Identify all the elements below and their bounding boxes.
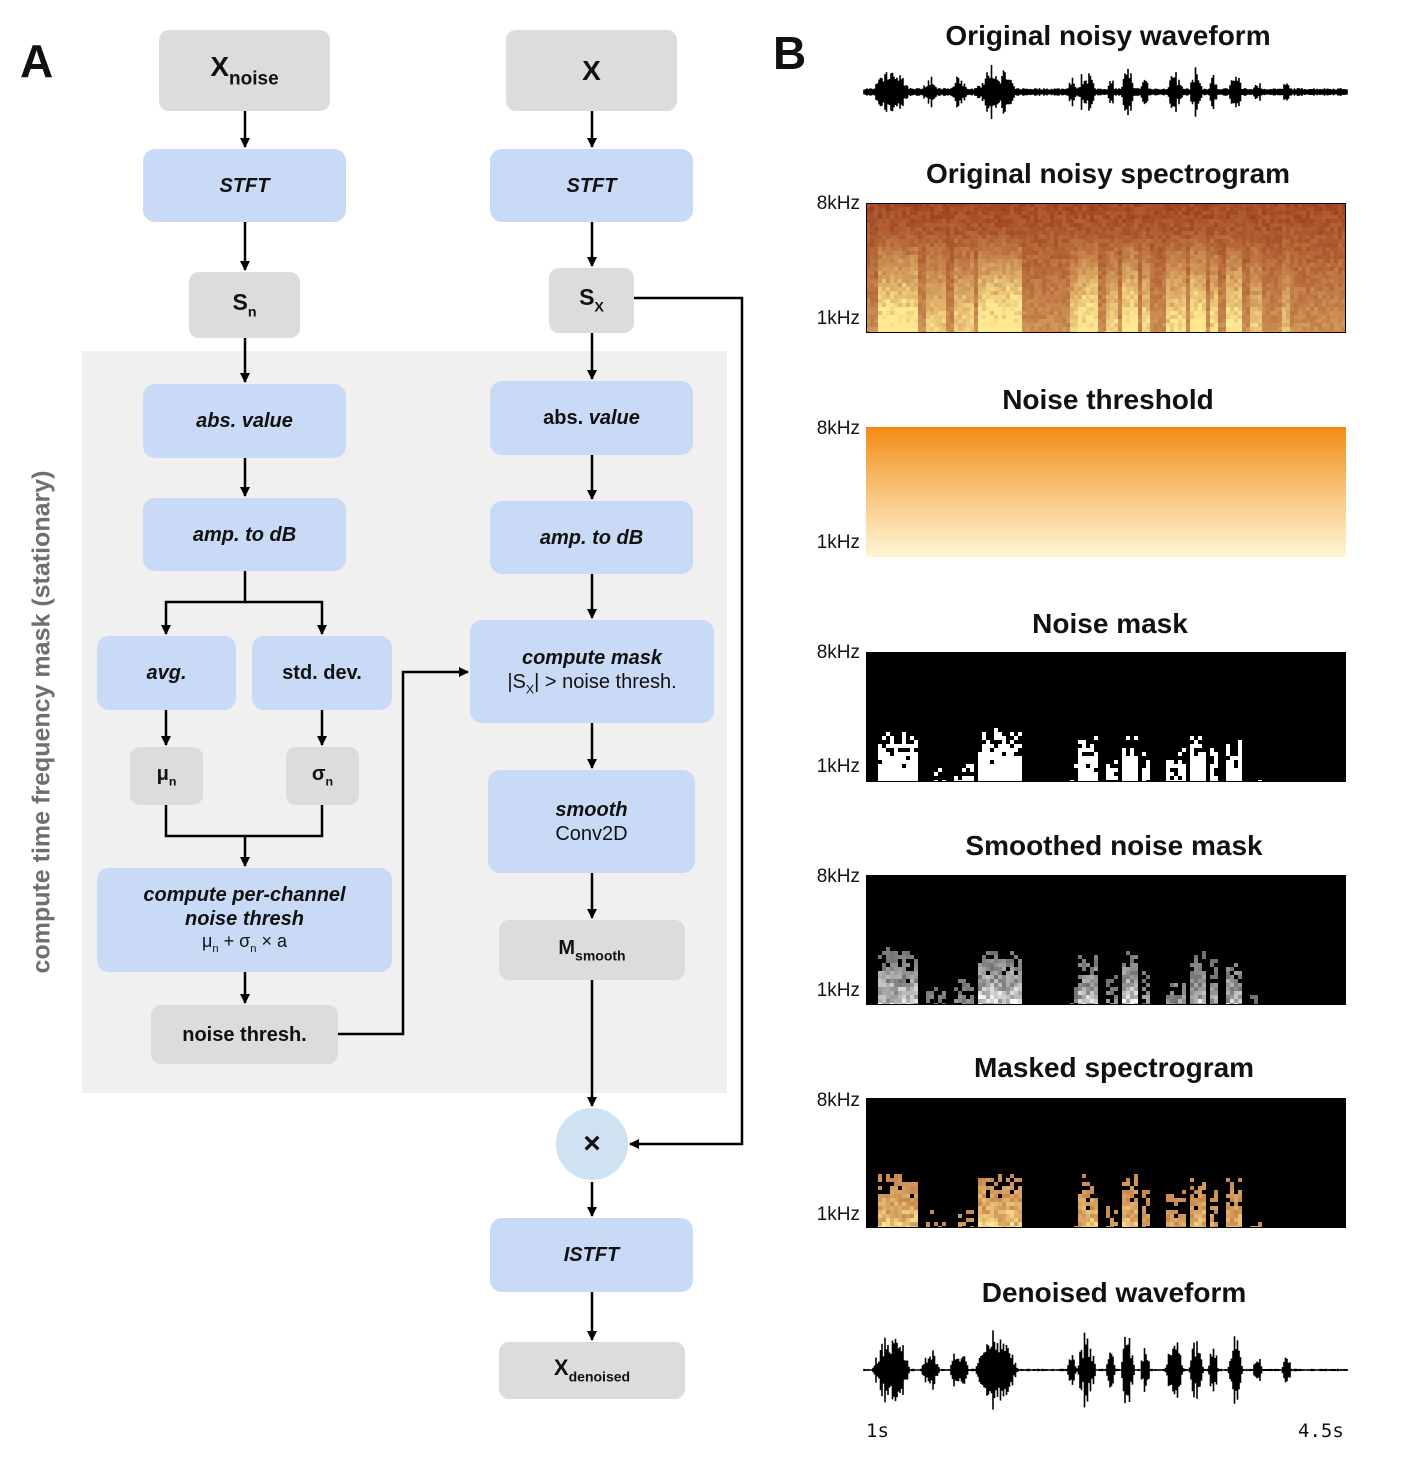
avg-box: avg. [97,636,236,710]
spec4-freq-top: 8kHz [816,866,860,887]
amp-to-db-left: amp. to dB [143,498,346,571]
mask-formula-a: |S [507,670,526,693]
formula-sigma: + σ [218,931,251,952]
spec1-freq-top: 8kHz [816,193,860,214]
mask-title: compute mask [521,646,663,669]
mask-formula-sub: X [525,682,535,697]
smooth-title: smooth [555,798,628,821]
panel-a-label: A [20,35,54,87]
sn-sub: n [247,304,257,321]
title-noise-threshold: Noise threshold [1002,384,1214,415]
mu-box: μn [130,747,203,805]
panel-b-label: B [773,27,807,79]
output-xdenoised: Xdenoised [499,1342,685,1399]
noisy-spectrogram-plot [866,203,1346,333]
amp-to-db-right: amp. to dB [490,501,693,574]
formula-sigma-sub: n [250,943,257,956]
mu-main: μ [156,763,169,786]
noise-thresh-box: noise thresh. [151,1005,338,1064]
compute-noise-thresh-box: compute per-channel noise thresh μn + σn… [97,868,392,972]
smoothed-mask-plot [866,875,1346,1005]
mask-formula-b: | > noise thresh. [534,670,677,693]
xdenoised-sub: denoised [568,1368,631,1385]
abs-value-right: abs. value [490,381,693,455]
spec3-freq-bottom: 1kHz [816,756,860,777]
xnoise-main: X [210,50,230,82]
msmooth-main: M [558,936,576,959]
formula-times-a: × a [256,931,287,952]
sigma-sub: n [325,774,334,789]
arrow-db-std [245,600,327,635]
plot-frame [866,203,1346,333]
noise-mask-plot [866,652,1346,782]
plot-frame [866,875,1346,1005]
formula-mu-sub: n [212,943,219,956]
smooth-conv2d: Conv2D [555,822,628,845]
spec3-freq-top: 8kHz [816,642,860,663]
time-end-label: 4.5s [1298,1420,1344,1442]
plot-frame [866,1098,1346,1228]
mu-sub: n [168,774,177,789]
sx-box: SX [549,268,634,333]
smooth-box: smooth Conv2D [488,770,695,873]
compute-mask-box: compute mask |SX| > noise thresh. [470,620,714,723]
input-xnoise: Xnoise [159,30,330,111]
plot-frame [866,652,1346,782]
spec5-freq-bottom: 1kHz [816,1204,860,1225]
arrow-db-avg [161,571,247,635]
stft-right: STFT [490,149,693,222]
title-noise-mask: Noise mask [1032,608,1188,639]
arrow-sx-multiply [629,296,744,1149]
xnoise-sub: noise [229,68,279,90]
xdenoised-main: X [553,1355,569,1381]
msmooth-sub: smooth [575,947,626,964]
stft-left: STFT [143,149,346,222]
arrow-noisethresh-mask [338,667,469,1036]
waveform-trace [863,1330,1348,1410]
sx-main: S [579,284,595,311]
istft-box: ISTFT [490,1218,693,1292]
waveform-trace [863,65,1348,119]
spec5-freq-top: 8kHz [816,1090,860,1111]
title-masked-spectrogram: Masked spectrogram [973,1052,1255,1083]
thresh-title-line2: noise thresh [185,908,304,931]
denoised-waveform-plot [863,1330,1348,1410]
abs-right-a: abs. [543,407,589,429]
spec1-freq-bottom: 1kHz [816,308,860,329]
spec2-freq-bottom: 1kHz [816,532,860,553]
sn-main: S [232,288,248,315]
noisy-waveform-plot [863,65,1348,119]
sigma-box: σn [286,747,359,805]
spec4-freq-bottom: 1kHz [816,980,860,1001]
input-x: X [506,30,677,111]
title-denoised-waveform: Denoised waveform [981,1277,1247,1308]
sigma-main: σ [311,763,326,786]
sn-box: Sn [189,272,300,338]
std-dev-box: std. dev. [252,636,392,710]
join-mu-sigma [164,805,324,838]
spec2-freq-top: 8kHz [816,418,860,439]
abs-value-left: abs. value [143,384,346,458]
mask-formula: |SX| > noise thresh. [507,670,676,697]
abs-right-b: value [588,407,640,429]
thresh-formula: μn + σn × a [202,931,287,956]
sx-sub: X [594,299,604,316]
masked-spectrogram-plot [866,1098,1346,1228]
title-noisy-spectrogram: Original noisy spectrogram [925,158,1291,189]
title-smoothed-mask: Smoothed noise mask [965,830,1263,861]
multiply-node: × [556,1108,628,1180]
msmooth-box: Msmooth [499,920,685,980]
title-noisy-waveform: Original noisy waveform [945,20,1271,51]
formula-mu: μ [202,931,213,952]
noise-threshold-plot [866,427,1346,557]
time-start-label: 1s [866,1420,889,1442]
thresh-title-line1: compute per-channel [143,884,346,907]
